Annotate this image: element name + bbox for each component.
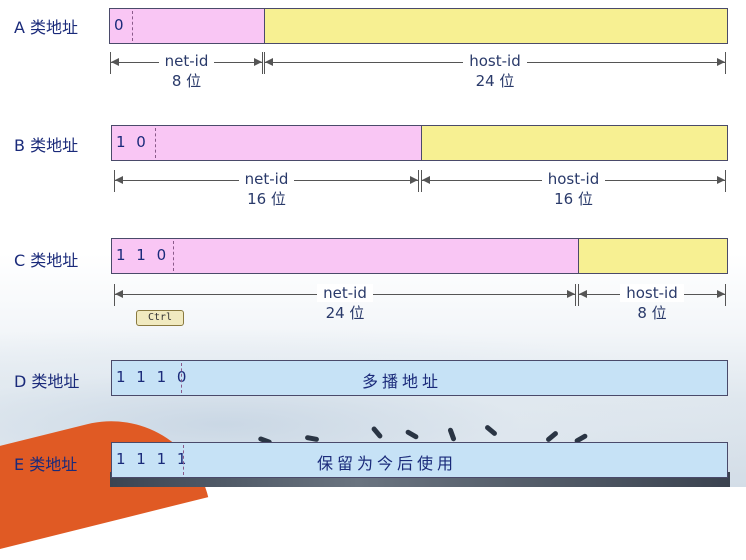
class-d-bar: 1 1 1 0 多播地址 xyxy=(111,360,728,396)
class-b-host-segment xyxy=(421,126,727,160)
prefix-divider xyxy=(173,241,174,271)
class-b-label: B 类地址 xyxy=(14,136,79,155)
class-a-host-segment xyxy=(264,9,727,43)
class-a-net-segment: 0 xyxy=(110,9,264,43)
class-a-bar: 0 xyxy=(109,8,728,44)
class-a-prefix: 0 xyxy=(114,16,127,34)
prefix-divider xyxy=(183,445,184,475)
class-c-bar: 1 1 0 xyxy=(111,238,728,274)
class-c-net-dimension: net-id 24 位 xyxy=(114,284,576,324)
class-e-prefix: 1 1 1 1 xyxy=(116,450,190,468)
class-a-net-name: net-id xyxy=(158,52,215,70)
class-d-segment: 1 1 1 0 多播地址 xyxy=(112,361,727,395)
class-c-host-bits: 8 位 xyxy=(637,304,667,322)
class-b-host-bits: 16 位 xyxy=(554,190,593,208)
class-a-net-dimension: net-id 8 位 xyxy=(110,52,263,92)
class-c-host-dimension: host-id 8 位 xyxy=(578,284,726,324)
class-b-prefix: 1 0 xyxy=(116,133,149,151)
class-e-description: 保留为今后使用 xyxy=(317,454,458,473)
prefix-divider xyxy=(132,11,133,41)
class-b-net-dimension: net-id 16 位 xyxy=(114,170,419,210)
class-a-net-bits: 8 位 xyxy=(171,72,202,90)
class-c-net-name: net-id xyxy=(317,284,373,302)
class-b-host-name: host-id xyxy=(541,170,606,188)
class-b-host-dimension: host-id 16 位 xyxy=(421,170,726,210)
class-c-prefix: 1 1 0 xyxy=(116,246,170,264)
class-c-host-name: host-id xyxy=(620,284,684,302)
class-c-label: C 类地址 xyxy=(14,251,79,270)
class-e-label: E 类地址 xyxy=(14,455,78,474)
class-d-prefix: 1 1 1 0 xyxy=(116,368,190,386)
class-a-label: A 类地址 xyxy=(14,18,79,37)
class-c-net-segment: 1 1 0 xyxy=(112,239,578,273)
class-a-host-name: host-id xyxy=(463,52,527,70)
class-d-description: 多播地址 xyxy=(362,372,443,391)
prefix-divider xyxy=(181,363,182,393)
class-e-bar: 1 1 1 1 保留为今后使用 xyxy=(111,442,728,478)
class-c-host-segment xyxy=(578,239,727,273)
class-a-host-dimension: host-id 24 位 xyxy=(264,52,726,92)
class-b-net-name: net-id xyxy=(238,170,295,188)
class-c-net-bits: 24 位 xyxy=(325,304,365,322)
class-b-net-bits: 16 位 xyxy=(247,190,286,208)
ctrl-key-badge: Ctrl xyxy=(136,310,184,326)
class-e-segment: 1 1 1 1 保留为今后使用 xyxy=(112,443,727,477)
class-d-label: D 类地址 xyxy=(14,372,80,391)
prefix-divider xyxy=(155,128,156,158)
class-b-bar: 1 0 xyxy=(111,125,728,161)
class-b-net-segment: 1 0 xyxy=(112,126,421,160)
class-a-host-bits: 24 位 xyxy=(475,72,515,90)
